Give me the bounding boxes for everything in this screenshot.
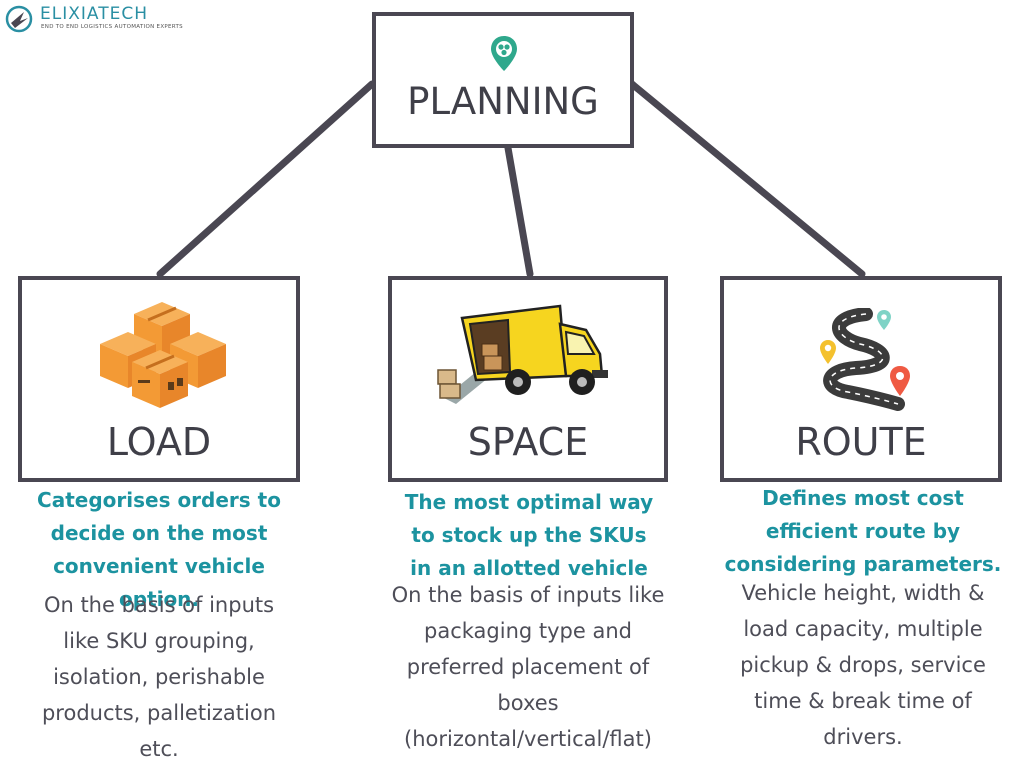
- company-logo: ELIXIATECH END TO END LOGISTICS AUTOMATI…: [4, 4, 204, 36]
- planning-node: PLANNING: [372, 12, 634, 148]
- route-description: Vehicle height, width & load capacity, m…: [740, 581, 986, 749]
- route-node: ROUTE: [720, 276, 1002, 482]
- route-title: ROUTE: [795, 420, 927, 464]
- space-title: SPACE: [467, 420, 589, 464]
- load-description: On the basis of inputs like SKU grouping…: [41, 593, 277, 761]
- planning-title: PLANNING: [407, 80, 599, 123]
- load-heading: Categorises orders to decide on the most…: [37, 488, 281, 611]
- winding-road-icon: [820, 308, 910, 411]
- logo-mark-icon: [5, 5, 33, 33]
- connector-space: [504, 144, 534, 278]
- connector-load: [156, 80, 376, 278]
- route-heading: Defines most cost efficient route by con…: [724, 486, 1002, 576]
- location-pin-icon: [491, 36, 517, 71]
- stacked-boxes-icon: [100, 302, 226, 408]
- load-title: LOAD: [106, 420, 212, 464]
- load-node: LOAD: [18, 276, 300, 482]
- logo-name: ELIXIATECH: [40, 4, 148, 24]
- space-node: SPACE: [388, 276, 668, 482]
- space-description: On the basis of inputs like packaging ty…: [391, 583, 665, 751]
- logo-tagline: END TO END LOGISTICS AUTOMATION EXPERTS: [41, 24, 183, 30]
- space-heading: The most optimal way to stock up the SKU…: [404, 490, 654, 580]
- delivery-truck-icon: [437, 304, 608, 404]
- connector-route: [628, 80, 866, 278]
